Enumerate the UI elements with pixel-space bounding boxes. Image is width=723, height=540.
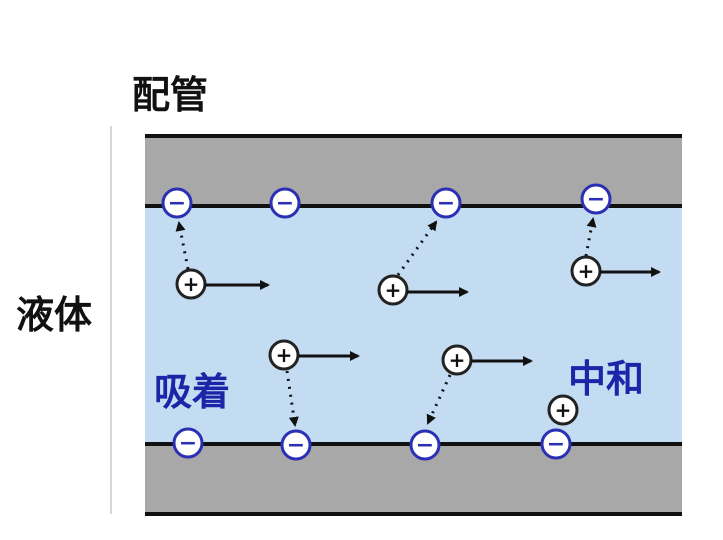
negative-charge-symbol: −: [587, 187, 605, 212]
negative-charge-icon: −: [172, 427, 204, 459]
negative-charge-symbol: −: [416, 433, 434, 458]
positive-charge-symbol: +: [449, 348, 466, 372]
positive-charge-symbol: +: [183, 272, 200, 296]
dotted-attraction-arrow-icon: [426, 374, 452, 425]
liquid-region: [145, 206, 682, 444]
positive-charge-symbol: +: [555, 398, 572, 422]
negative-charge-symbol: −: [287, 433, 305, 458]
positive-charge-icon: +: [441, 344, 473, 376]
positive-charge-icon: +: [268, 339, 300, 371]
positive-charge-icon: +: [570, 255, 602, 287]
negative-charge-icon: −: [409, 429, 441, 461]
positive-charge-icon: +: [547, 394, 579, 426]
neutralization-label: 中和: [568, 357, 644, 401]
negative-charge-icon: −: [280, 429, 312, 461]
adsorption-label: 吸着: [154, 370, 230, 414]
lower-pipe-wall: [145, 444, 682, 514]
dotted-attraction-arrow-icon: [285, 370, 299, 427]
negative-charge-symbol: −: [547, 432, 565, 457]
pipe-label: 配管: [132, 73, 208, 117]
negative-charge-symbol: −: [276, 191, 294, 216]
negative-charge-icon: −: [269, 187, 301, 219]
negative-charge-symbol: −: [437, 191, 455, 216]
positive-charge-icon: +: [377, 274, 409, 306]
positive-charge-symbol: +: [385, 278, 402, 302]
negative-charge-symbol: −: [179, 431, 197, 456]
negative-charge-icon: −: [580, 183, 612, 215]
dotted-attraction-arrow-icon: [396, 220, 438, 276]
liquid-label: 液体: [16, 293, 92, 337]
negative-charge-symbol: −: [168, 191, 186, 216]
positive-charge-symbol: +: [276, 343, 293, 367]
negative-charge-icon: −: [540, 428, 572, 460]
negative-charge-icon: −: [161, 187, 193, 219]
positive-charge-symbol: +: [578, 259, 595, 283]
negative-charge-icon: −: [430, 187, 462, 219]
positive-charge-icon: +: [175, 268, 207, 300]
